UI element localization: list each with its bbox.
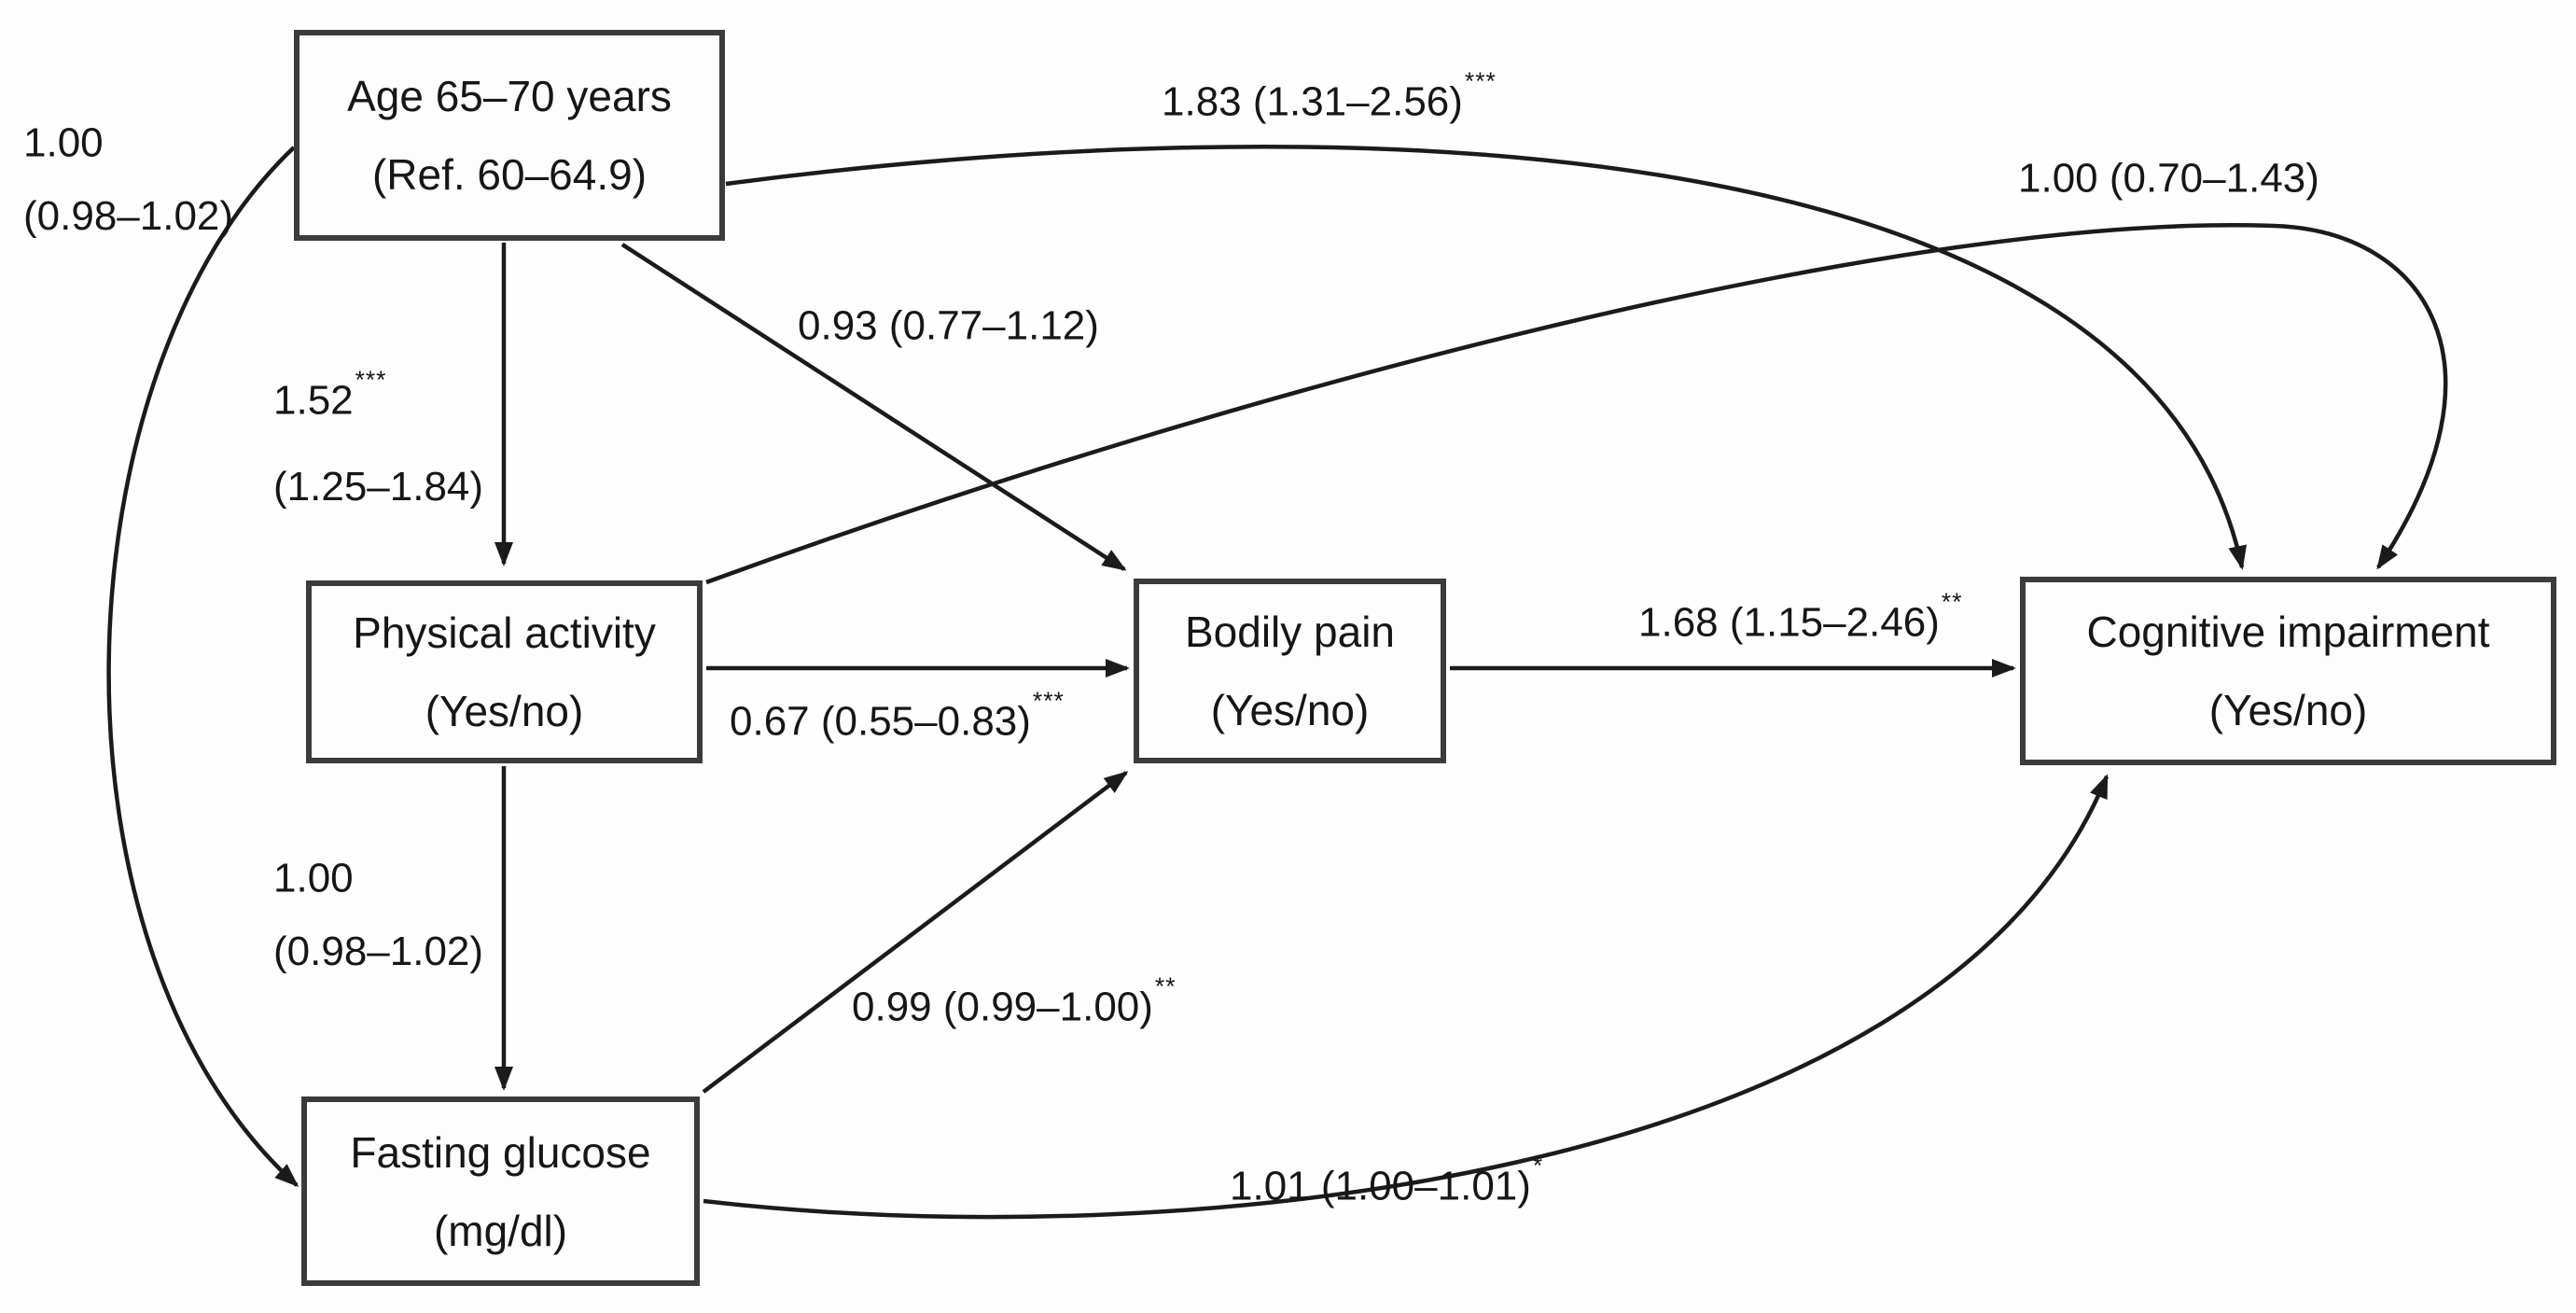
edge-fastingglucose-to-bodilypain-arrow [702,771,1129,1094]
edge-label-physical-cognitive: 1.00 (0.70–1.43) [2018,157,2321,200]
edge-label-fastingglucose-bodilypain: 0.99 (0.99–1.00)** [852,974,1176,1030]
node-bodily-pain: Bodily pain (Yes/no) [1134,579,1446,763]
significance-stars: * [1532,1152,1544,1180]
node-cognitive-impairment-line2: (Yes/no) [2208,686,2368,734]
node-bodily-pain-line2: (Yes/no) [1210,686,1370,734]
significance-stars: ** [1154,972,1177,1001]
edge-label-age-cognitive: 1.83 (1.31–2.56)*** [1162,69,1497,125]
edge-label-age-bodilypain: 0.93 (0.77–1.12) [798,304,1101,347]
edge-label-physical-fastingglucose: 1.00 (0.98–1.02) [273,857,483,972]
node-physical-activity: Physical activity (Yes/no) [306,580,703,763]
significance-stars: ** [1941,588,1963,617]
odds-ratio-value: 1.00 [273,857,483,900]
odds-ratio-value: 1.52*** [273,368,483,424]
node-age-line1: Age 65–70 years [347,72,672,120]
edge-label-physical-bodilypain: 0.67 (0.55–0.83)*** [730,689,1065,745]
confidence-interval: (0.98–1.02) [273,928,484,974]
significance-stars: *** [1032,687,1065,716]
or-text: 1.52 [273,377,354,424]
or-text: 1.00 [273,855,354,901]
edge-age-to-bodilypain-arrow [620,243,1127,571]
edge-label-age-fastingglucose: 1.00 (0.98–1.02) [23,121,233,237]
or-text: 1.01 (1.00–1.01) [1230,1163,1531,1209]
or-text: 1.83 (1.31–2.56) [1162,78,1463,125]
edge-fastingglucose-to-cognitive-arrow [703,774,2110,1220]
significance-stars: *** [355,366,387,395]
confidence-interval: (0.98–1.02) [23,192,234,239]
node-physical-activity-line2: (Yes/no) [425,687,584,735]
node-fasting-glucose-line1: Fasting glucose [350,1127,651,1177]
confidence-interval: (1.25–1.84) [273,463,484,510]
or-text: 1.68 (1.15–2.46) [1638,599,1940,646]
edge-label-age-physical: 1.52*** (1.25–1.84) [273,368,484,510]
node-age: Age 65–70 years (Ref. 60–64.9) [294,30,725,241]
significance-stars: *** [1464,67,1497,96]
edge-age-to-fastingglucose-arrow [106,146,299,1188]
node-age-line2: (Ref. 60–64.9) [371,150,647,199]
or-text: 1.00 [23,119,104,166]
or-text: 0.99 (0.99–1.00) [852,984,1153,1030]
or-text: 0.93 (0.77–1.12) [798,302,1099,349]
edge-age-to-cognitive-arrow [725,145,2247,570]
edge-label-fastingglucose-cognitive: 1.01 (1.00–1.01)* [1230,1153,1543,1209]
or-text: 1.00 (0.70–1.43) [2018,155,2319,202]
or-text: 0.67 (0.55–0.83) [730,698,1031,745]
node-cognitive-impairment: Cognitive impairment (Yes/no) [2020,577,2556,765]
node-fasting-glucose: Fasting glucose (mg/dl) [301,1096,700,1286]
node-physical-activity-line1: Physical activity [353,608,656,657]
node-fasting-glucose-line2: (mg/dl) [433,1206,568,1255]
odds-ratio-value: 1.00 [23,121,233,164]
edge-label-bodilypain-cognitive: 1.68 (1.15–2.46)** [1638,590,1962,646]
node-cognitive-impairment-line1: Cognitive impairment [2086,608,2490,656]
edge-physical-to-cognitive-arrow [705,223,2448,585]
node-bodily-pain-line1: Bodily pain [1184,608,1396,656]
